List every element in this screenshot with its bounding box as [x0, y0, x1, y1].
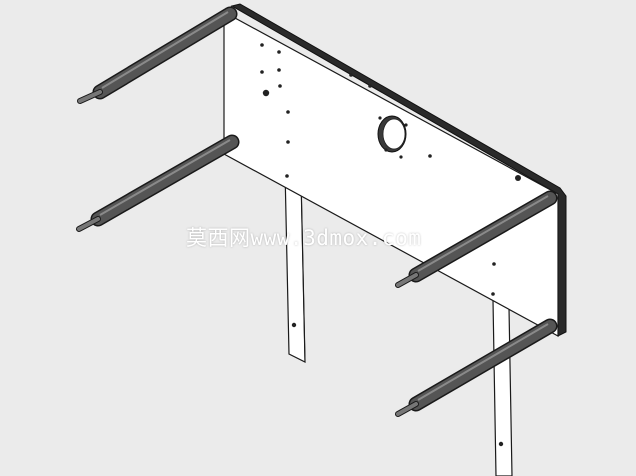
rod-middle-left: [76, 134, 240, 232]
rod-right-lower: [395, 318, 558, 417]
bracket-left: [284, 169, 306, 363]
rod-top-left: [77, 6, 238, 104]
center-cutout: [377, 115, 408, 159]
bracket-right: [492, 299, 513, 476]
rod-right-upper: [395, 190, 558, 288]
site-watermark: 莫西网www.3dmox.com: [186, 226, 422, 250]
plate-holes: [260, 43, 521, 296]
mounting-plate: [223, 3, 567, 338]
